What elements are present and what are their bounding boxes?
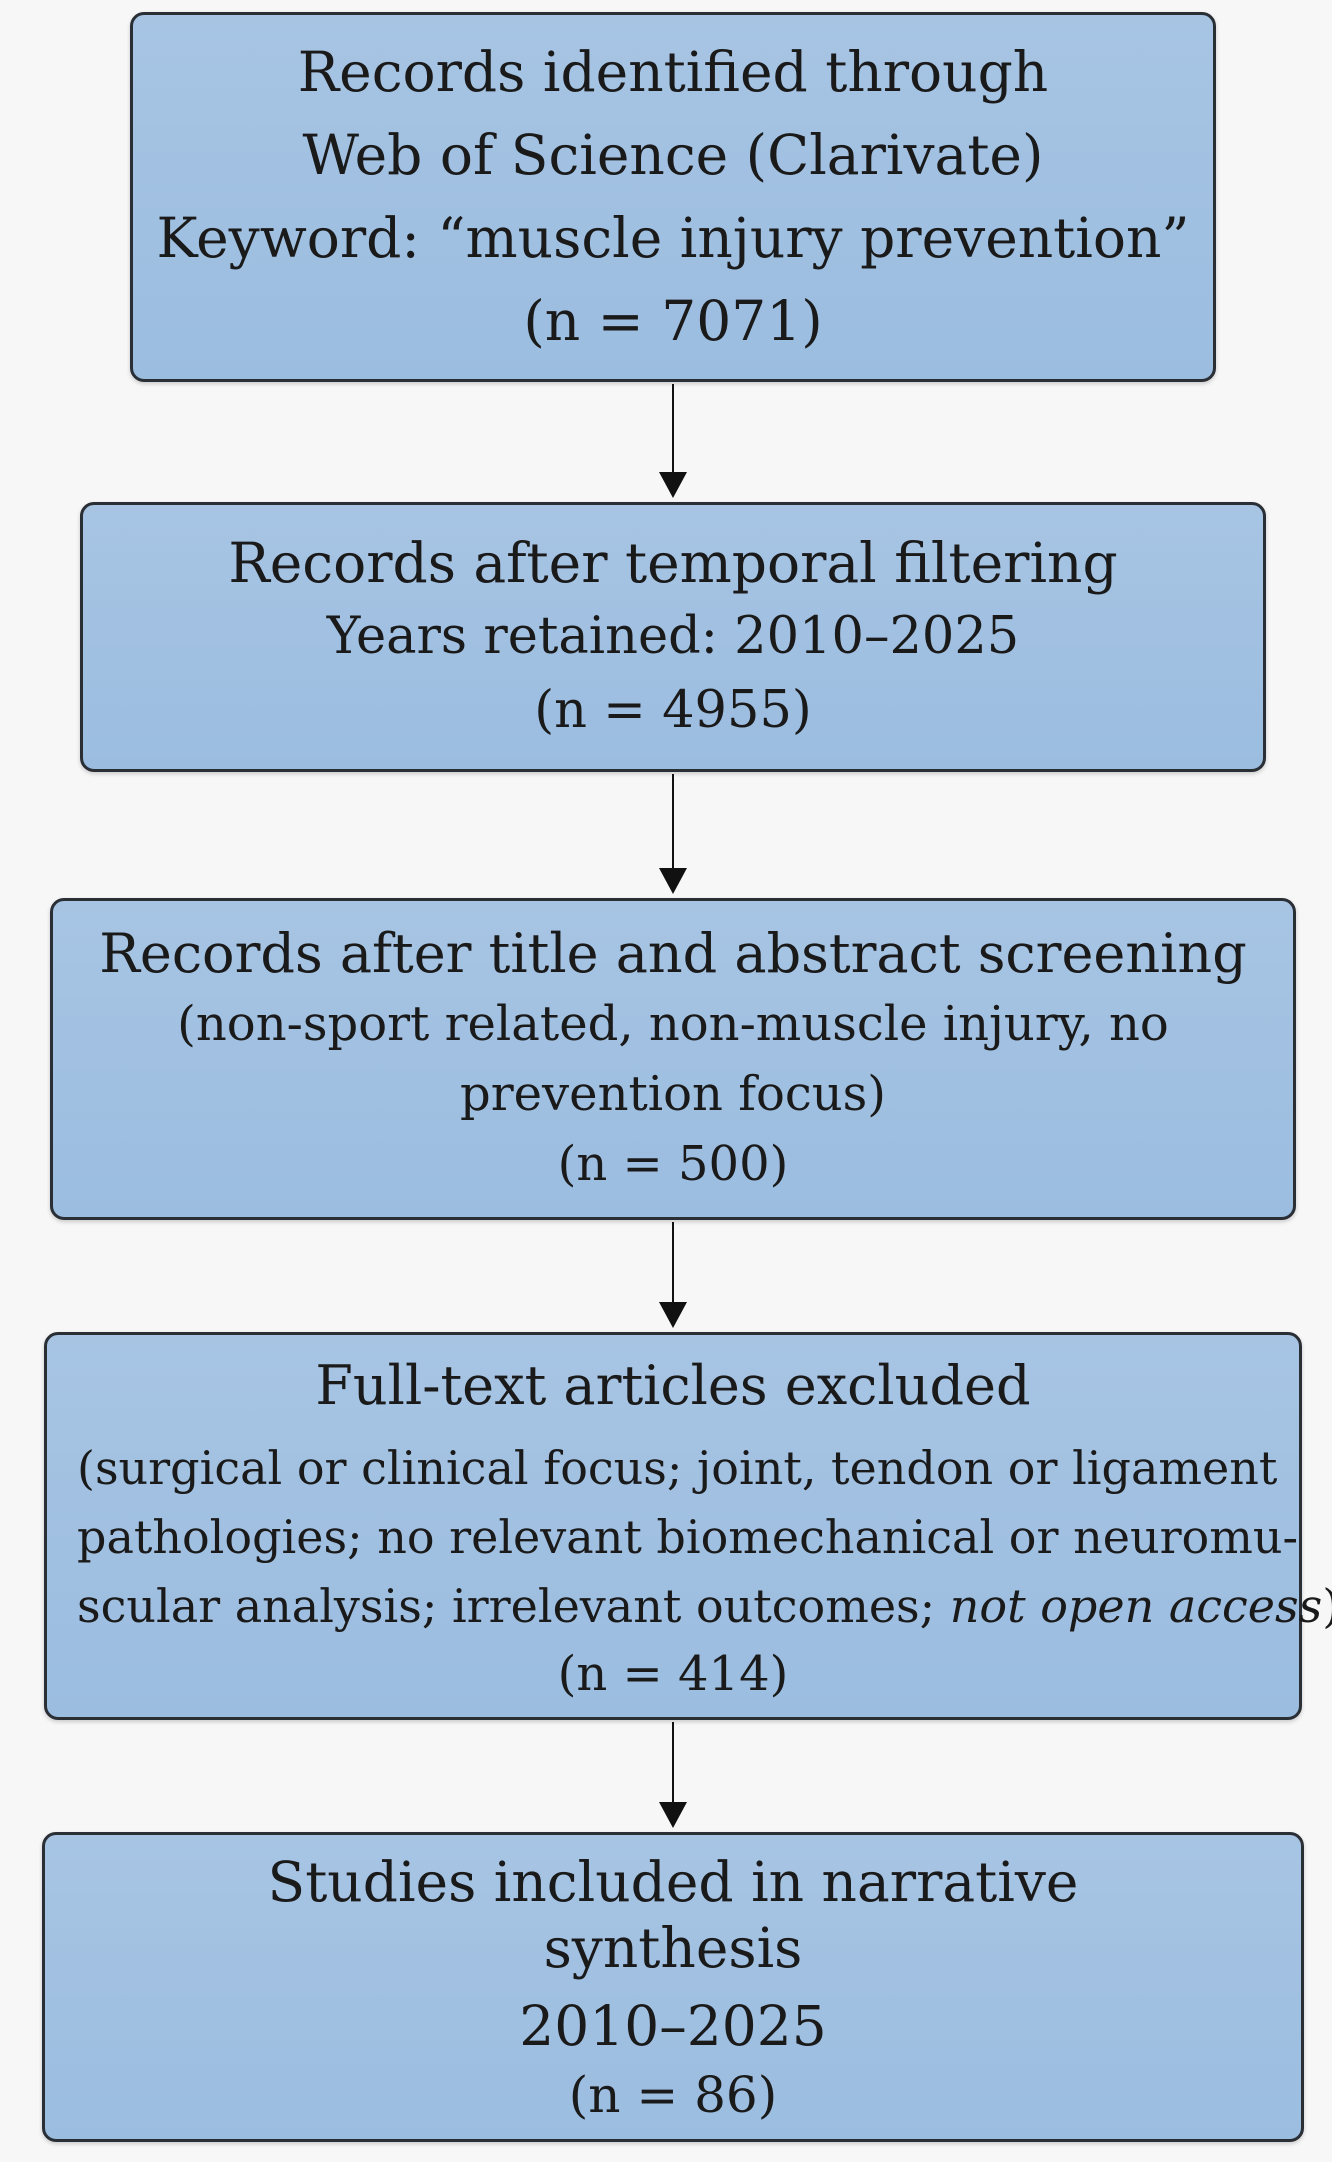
flow-arrow-2 (659, 774, 687, 894)
box4-para-line1: (surgical or clinical focus; joint, tend… (77, 1440, 1278, 1495)
box1-line1: Records identified through (297, 40, 1049, 104)
arrowhead-icon (659, 472, 687, 498)
exclusion-box: Full-text articles excluded (surgical or… (44, 1332, 1332, 1720)
box2-count: (n = 4955) (534, 681, 812, 740)
box1-line2: Web of Science (Clarivate) (302, 123, 1044, 187)
box3-heading: Records after title and abstract screeni… (99, 922, 1247, 985)
box5-line2: synthesis (543, 1916, 803, 1980)
arrowhead-icon (659, 1302, 687, 1328)
box5-years: 2010–2025 (519, 1994, 827, 2058)
box5-count: (n = 86) (568, 2066, 778, 2124)
screening-box: Records after title and abstract screeni… (50, 898, 1296, 1220)
included-box: Studies included in narrative synthesis … (42, 1832, 1304, 2142)
box4-para-line3-text: scular analysis; irrelevant outcomes; (77, 1578, 950, 1633)
flow-arrow-4 (659, 1722, 687, 1828)
box4-para-line3-italic: not open access (949, 1578, 1323, 1633)
identification-box: Records identified through Web of Scienc… (130, 12, 1216, 382)
box2-line1: Records after temporal filtering (228, 531, 1118, 595)
box3-sub-line2: prevention focus) (459, 1066, 887, 1122)
box4-para-line2: pathologies; no relevant biomechanical o… (77, 1509, 1299, 1564)
box3-sub-line1: (non-sport related, non-muscle injury, n… (177, 996, 1169, 1052)
box1-count: (n = 7071) (523, 289, 823, 353)
box4-para-line3: scular analysis; irrelevant outcomes; no… (47, 1572, 1332, 1641)
box5-line1: Studies included in narrative (267, 1850, 1079, 1914)
box4-count: (n = 414) (557, 1645, 789, 1702)
arrowhead-icon (659, 868, 687, 894)
box1-line3: Keyword: “muscle injury prevention” (156, 206, 1190, 270)
box4-heading: Full-text articles excluded (315, 1353, 1031, 1417)
flow-arrow-1 (659, 384, 687, 498)
arrowhead-icon (659, 1802, 687, 1828)
box2-line2: Years retained: 2010–2025 (326, 607, 1020, 666)
box3-count: (n = 500) (557, 1136, 789, 1192)
box4-para-line3-close: ) (1322, 1579, 1332, 1633)
temporal-filter-box: Records after temporal filtering Years r… (80, 502, 1266, 772)
flow-arrow-3 (659, 1222, 687, 1328)
